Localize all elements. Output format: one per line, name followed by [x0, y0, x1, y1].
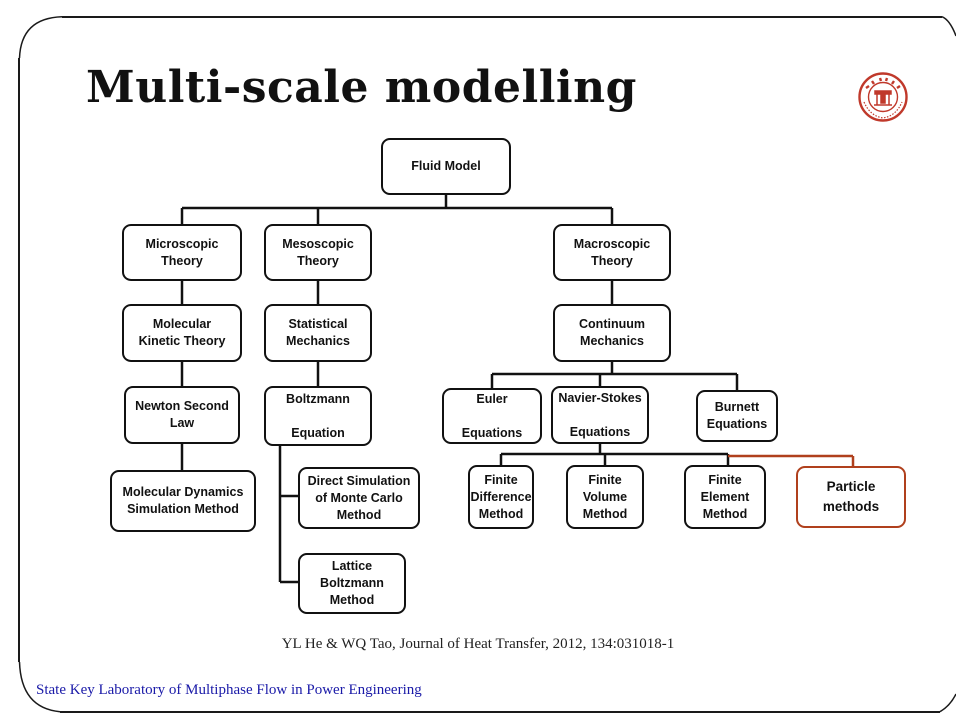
frame-top-line	[62, 16, 942, 18]
node-continuum-mechanics: Continuum Mechanics	[553, 304, 671, 362]
citation: YL He & WQ Tao, Journal of Heat Transfer…	[281, 636, 675, 652]
node-burnett-equations: Burnett Equations	[696, 390, 778, 442]
node-molecular-kinetic-theory: Molecular Kinetic Theory	[122, 304, 242, 362]
slide-title: Multi-scale modelling	[86, 62, 637, 113]
node-lattice-boltzmann: Lattice Boltzmann Method	[298, 553, 406, 614]
node-finite-volume: Finite Volume Method	[566, 465, 644, 529]
node-molecular-dynamics: Molecular Dynamics Simulation Method	[110, 470, 256, 532]
node-finite-element: Finite Element Method	[684, 465, 766, 529]
node-mesoscopic-theory: Mesoscopic Theory	[264, 224, 372, 281]
node-fluid-model: Fluid Model	[381, 138, 511, 195]
footer-lab-name: State Key Laboratory of Multiphase Flow …	[36, 682, 422, 698]
frame-left-line	[18, 58, 20, 662]
node-euler-equations: Euler Equations	[442, 388, 542, 444]
node-macroscopic-theory: Macroscopic Theory	[553, 224, 671, 281]
node-boltzmann-equation: Boltzmann Equation	[264, 386, 372, 446]
node-particle-methods: Particle methods	[796, 466, 906, 528]
node-navier-stokes-equations: Navier-Stokes Equations	[551, 386, 649, 444]
node-newton-second-law: Newton Second Law	[124, 386, 240, 444]
frame-bottom-line	[60, 711, 940, 713]
university-seal-logo	[858, 72, 908, 122]
node-microscopic-theory: Microscopic Theory	[122, 224, 242, 281]
node-direct-simulation-monte-carlo: Direct Simulation of Monte Carlo Method	[298, 467, 420, 529]
node-finite-difference: Finite Difference Method	[468, 465, 534, 529]
node-statistical-mechanics: Statistical Mechanics	[264, 304, 372, 362]
